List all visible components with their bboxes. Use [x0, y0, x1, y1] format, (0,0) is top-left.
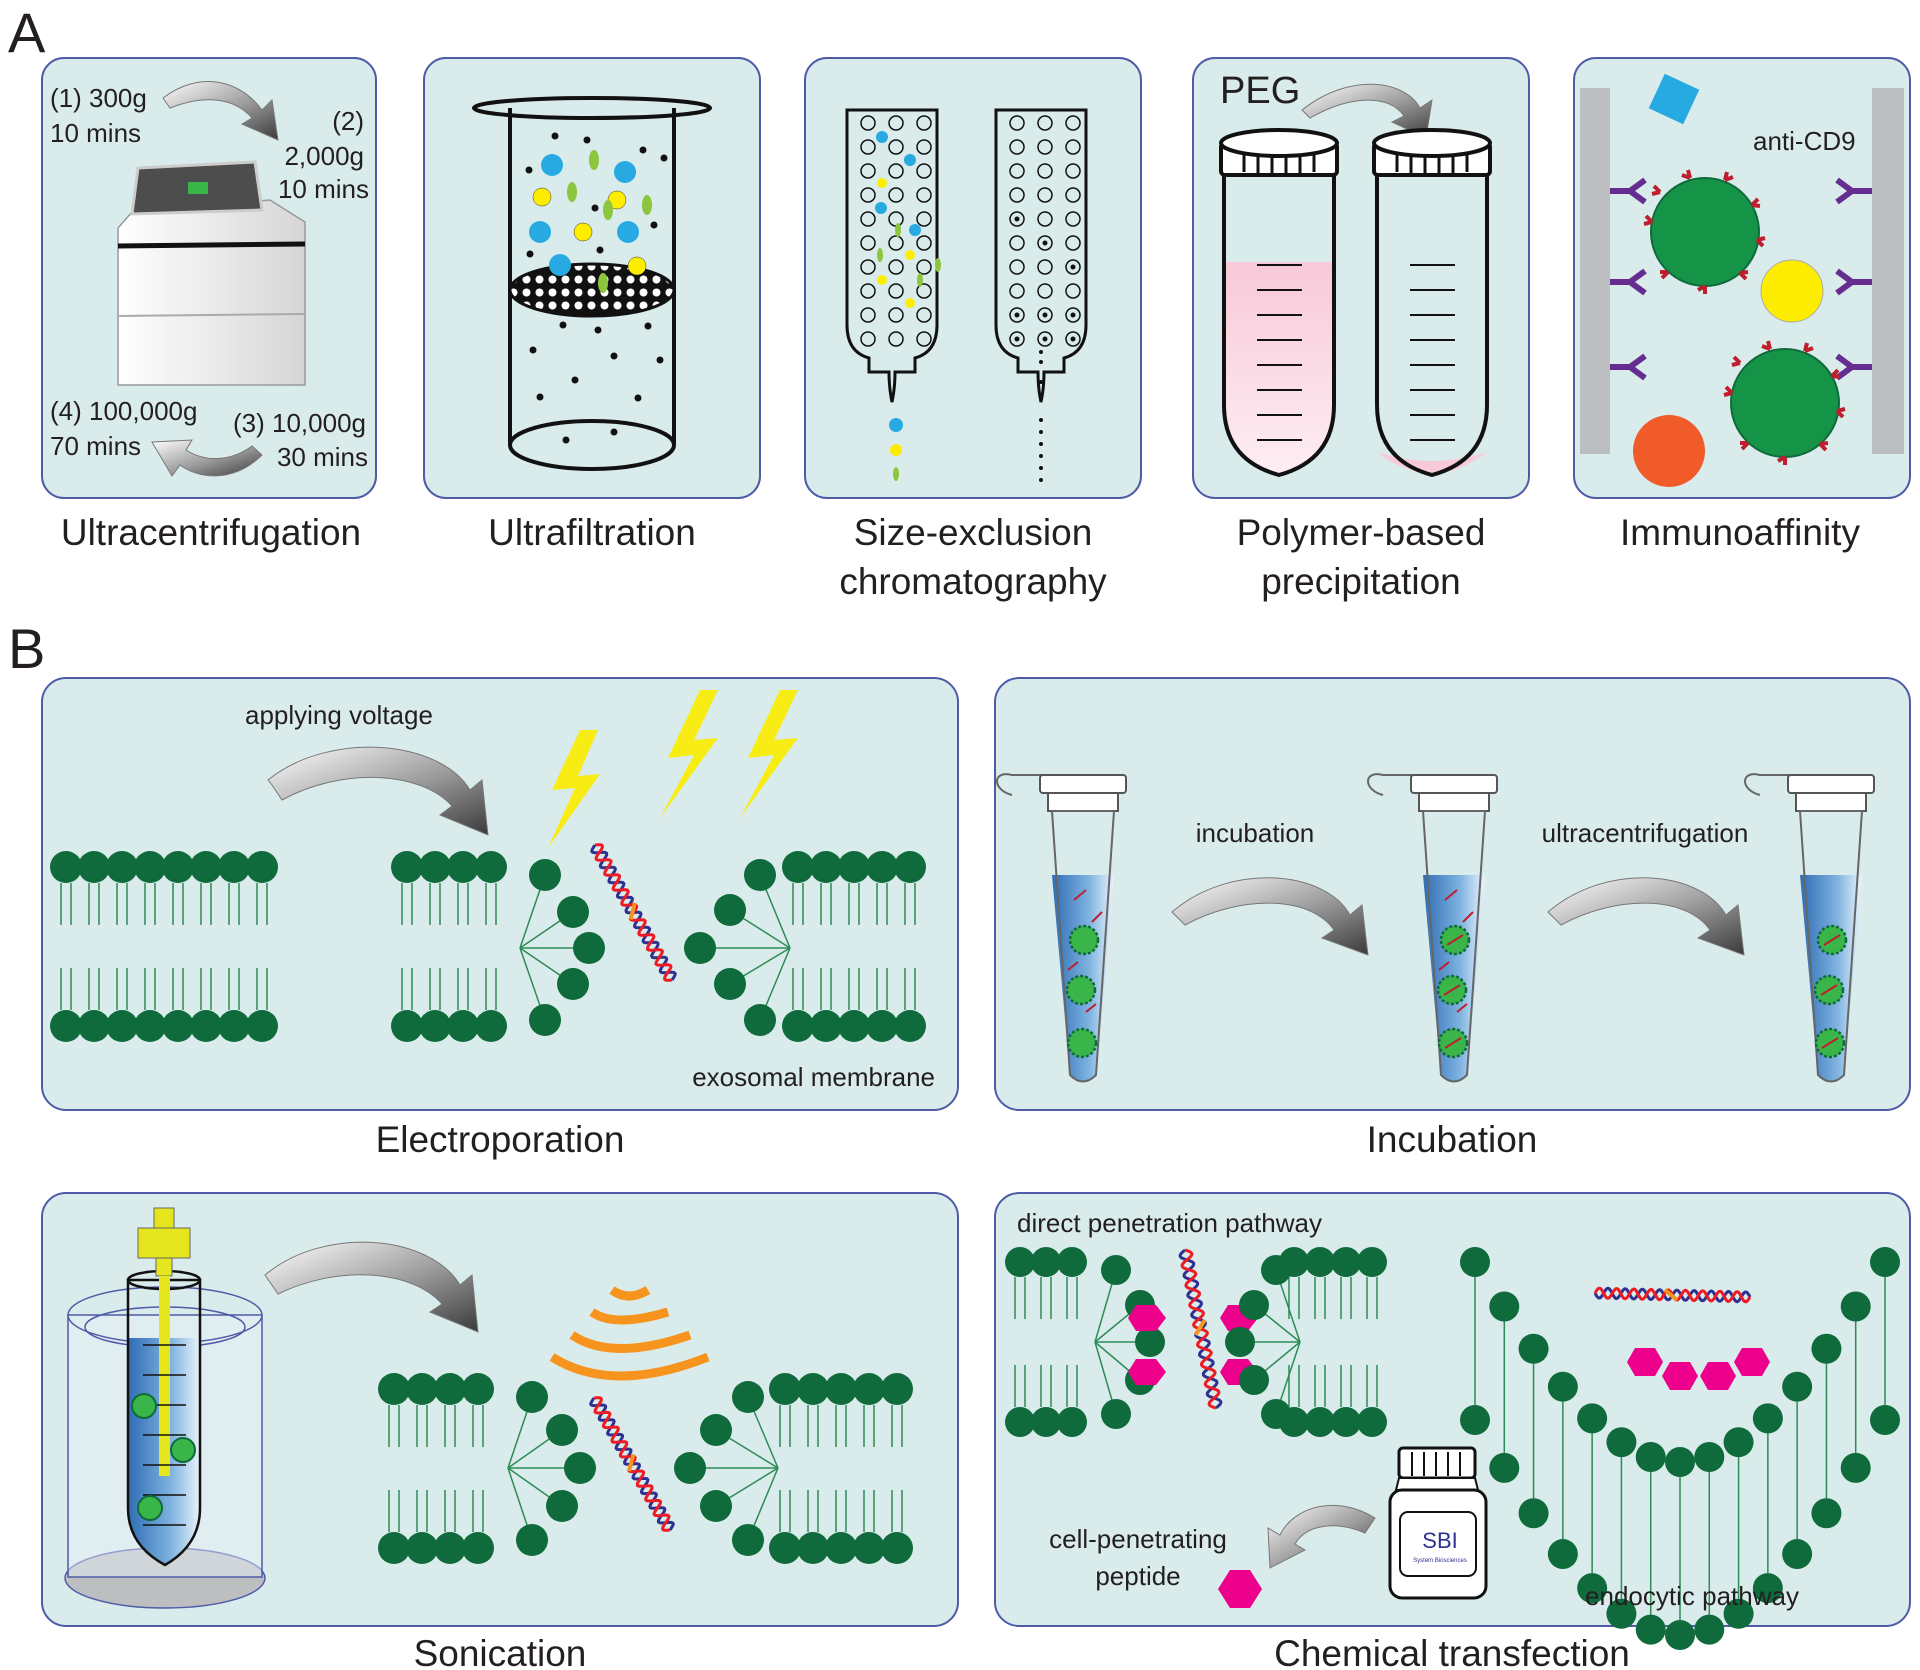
svg-text:10 mins: 10 mins: [278, 174, 369, 204]
caption-sec-line1: Size-exclusion: [854, 512, 1093, 553]
arrow-icon: [267, 746, 489, 836]
microtube-icon: [996, 773, 1127, 1083]
arrow-icon: [1267, 1504, 1376, 1569]
incubation-step-label: incubation: [1196, 818, 1315, 848]
incubation-panel: incubation ultracentrifugation Incubatio…: [994, 677, 1911, 1160]
exosome-icon: [1723, 340, 1846, 465]
arrow-icon: [1171, 877, 1369, 956]
sonic-wave-icon: [549, 1286, 710, 1381]
caption-incubation: Incubation: [1367, 1119, 1538, 1160]
caption-sonication: Sonication: [414, 1633, 587, 1670]
svg-text:(1) 300g: (1) 300g: [50, 83, 147, 113]
tube-pink-icon: [1219, 128, 1339, 478]
uc-step4-line2: 70 mins: [50, 431, 141, 461]
ultracentrifugation-panel: (1) 300g 10 mins (2) 2,000g 10 mins (4) …: [41, 57, 377, 553]
particles: [525, 132, 668, 444]
svg-text:2,000g: 2,000g: [284, 141, 364, 171]
peptide-hexagon-icon: [1218, 1570, 1262, 1608]
caption-chemical: Chemical transfection: [1274, 1633, 1630, 1670]
filter-cylinder-icon: [472, 96, 712, 471]
panel-label-b: B: [8, 617, 45, 680]
endocytic-membrane: [1460, 1247, 1900, 1650]
anti-cd9-label: anti-CD9: [1753, 126, 1856, 156]
bottle-sublabel: System Biosciences: [1413, 1558, 1467, 1564]
caption-polymer-line2: precipitation: [1261, 561, 1461, 602]
nucleic-acid-icon: [589, 1396, 675, 1532]
lipid-bilayer-porated-right: [674, 1373, 913, 1564]
caption-sec-line2: chromatography: [839, 561, 1107, 602]
applying-voltage-label: applying voltage: [245, 700, 433, 730]
column-left-icon: [845, 108, 941, 481]
caption-ultracentrifugation: Ultracentrifugation: [61, 512, 361, 553]
sonication-panel: Sonication: [41, 1192, 959, 1670]
lipid-bilayer-porated-left: [391, 851, 605, 1042]
endocytic-pathway-label: endocytic pathway: [1585, 1581, 1799, 1611]
svg-text:10 mins: 10 mins: [50, 118, 141, 148]
antibody-icons: [1610, 177, 1872, 381]
uc-step1-line2: 10 mins: [50, 118, 141, 148]
ultrafiltration-panel: Ultrafiltration: [423, 57, 761, 553]
arrow-icon: [151, 439, 263, 477]
uc-step2-line1: (2): [332, 106, 364, 136]
bottle-logo: SBI: [1422, 1528, 1457, 1553]
microtube-icon: [1744, 773, 1875, 1083]
centrifuge-icon: [117, 160, 306, 386]
chemical-panel: direct penetration pathway endocytic pat…: [994, 1192, 1911, 1670]
svg-text:70 mins: 70 mins: [50, 431, 141, 461]
lipid-bilayer-porated-left: [378, 1373, 596, 1564]
direct-pathway-label: direct penetration pathway: [1017, 1208, 1322, 1238]
uc-step1-line1: (1) 300g: [50, 83, 147, 113]
immuno-panel: anti-CD9: [1573, 57, 1911, 553]
arrow-icon: [162, 80, 279, 141]
lipid-bilayer-direct-right: [1225, 1247, 1387, 1437]
svg-text:30 mins: 30 mins: [277, 442, 368, 472]
electroporation-panel: applying voltage exosomal membrane Elect…: [41, 677, 959, 1160]
caption-immunoaffinity: Immunoaffinity: [1620, 512, 1860, 553]
uc-step4-line1: (4) 100,000g: [50, 396, 197, 426]
exosomal-membrane-label: exosomal membrane: [692, 1062, 935, 1092]
svg-text:(4) 100,000g: (4) 100,000g: [50, 396, 197, 426]
nucleic-acid-icon: [590, 843, 677, 982]
polymer-panel: PEG Polymer-based precipitation: [1192, 57, 1530, 602]
peg-label: PEG: [1220, 70, 1300, 112]
uc-step2-line3: 10 mins: [278, 174, 369, 204]
caption-polymer-line1: Polymer-based: [1237, 512, 1486, 553]
lightning-icons: [548, 690, 798, 848]
cpp-label-line1: cell-penetrating: [1049, 1524, 1227, 1554]
column-right-icon: [994, 108, 1088, 482]
arrow-icon: [1301, 83, 1433, 139]
microtube-icon: [1367, 773, 1498, 1083]
arrow-icon: [1547, 877, 1745, 956]
caption-electroporation: Electroporation: [376, 1119, 625, 1160]
exosome-icon: [1643, 169, 1766, 294]
uc-step3-line1: (3) 10,000g: [233, 408, 366, 438]
caption-ultrafiltration: Ultrafiltration: [488, 512, 696, 553]
uc-step3-line2: 30 mins: [277, 442, 368, 472]
lipid-bilayer-direct-left: [1005, 1247, 1258, 1437]
tube-clear-icon: [1372, 128, 1492, 478]
nucleic-acid-icon: [1593, 1286, 1752, 1304]
uc-step2-line2: 2,000g: [284, 141, 364, 171]
panel-label-a: A: [8, 1, 46, 64]
arrow-icon: [264, 1241, 479, 1333]
sonicator-icon: [64, 1207, 266, 1609]
svg-text:(3) 10,000g: (3) 10,000g: [233, 408, 366, 438]
reagent-bottle-icon: SBI System Biosciences: [1388, 1446, 1488, 1600]
lipid-bilayer-intact: [50, 851, 278, 1042]
ultracentrifugation-step-label: ultracentrifugation: [1542, 818, 1749, 848]
cpp-label-line2: peptide: [1095, 1561, 1180, 1591]
svg-text:(2): (2): [332, 106, 364, 136]
lipid-bilayer-porated-right: [684, 851, 926, 1042]
nucleic-acid-icon: [1178, 1248, 1223, 1410]
sec-panel: Size-exclusion chromatography: [804, 57, 1142, 602]
